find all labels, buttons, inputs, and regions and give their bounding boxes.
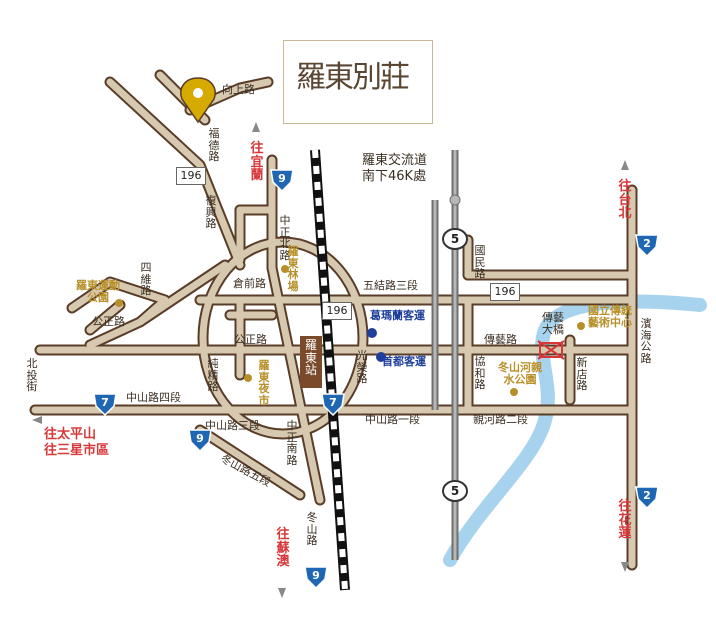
poi-forest: 羅東林場 — [287, 245, 299, 293]
railway — [310, 149, 350, 591]
freeway-5-label: 5 — [450, 232, 460, 246]
route-7-label: 7 — [101, 396, 109, 409]
road-label-gongzheng-diag: 公正路 — [92, 315, 125, 328]
route-7-label: 7 — [329, 396, 337, 409]
route-9-label: 9 — [278, 172, 286, 185]
route-2-shield-north: 2 — [634, 233, 660, 257]
poi-kamalan-bus-dot — [367, 328, 377, 338]
direction-hualien: 往花蓮 — [618, 499, 632, 542]
road-label-qinhe: 親河路二段 — [473, 413, 528, 426]
poi-sports-park: 羅東運動公園 — [76, 279, 120, 304]
freeway-5-marker-north: 5 — [442, 228, 468, 250]
route-2-label: 2 — [643, 237, 651, 250]
poi-night-market: 羅東夜市 — [258, 359, 270, 407]
road-label-siwei: 四維路 — [140, 261, 152, 298]
poi-sports-park-dot — [115, 299, 123, 307]
map-title: 羅東別莊 — [296, 60, 410, 95]
route-2-shield-south: 2 — [634, 485, 660, 509]
road-label-guangrong: 光榮路 — [356, 349, 368, 386]
road-label-dongshan: 冬山路 — [306, 511, 318, 548]
road-label-chuanyi: 傳藝路 — [484, 333, 517, 346]
bridge-marker — [537, 340, 565, 360]
poi-dongshanhe-park-dot — [510, 388, 518, 396]
direction-sanxing: 往三星市區 — [44, 443, 110, 458]
road-label-fude: 福德路 — [208, 127, 220, 164]
road-label-guomin: 國民路 — [474, 244, 486, 281]
road-label-xindian: 新店路 — [576, 356, 588, 393]
route-196-box-west: 196 — [176, 167, 206, 185]
direction-arrows — [32, 122, 629, 598]
route-9-shield-north: 9 — [269, 168, 295, 192]
road-label-zhongshan4: 中山路四段 — [126, 391, 181, 404]
road-label-beitou: 北投街 — [26, 357, 38, 394]
luodong-station: 羅東站 — [300, 336, 322, 388]
direction-taipingshan: 往太平山 — [44, 427, 97, 442]
direction-yilan: 往宜蘭 — [250, 141, 264, 184]
freeway-5-label: 5 — [450, 484, 460, 498]
road-label-zhongzheng-s: 中正南路 — [286, 419, 298, 467]
location-pin-icon — [180, 77, 216, 124]
poi-dongshanhe-park: 冬山河親水公園 — [498, 361, 542, 386]
poi-night-market-dot — [244, 374, 252, 382]
poi-kamalan-bus: 葛瑪蘭客運 — [370, 309, 425, 322]
poi-forest-dot — [281, 265, 289, 273]
road-label-zhongshan1: 中山路一段 — [365, 413, 420, 426]
poi-arts-center-dot — [577, 322, 585, 330]
route-7-shield-center: 7 — [320, 392, 346, 416]
road-label-xiangshang: 向上路 — [222, 83, 255, 96]
route-9-shield-west: 9 — [187, 428, 213, 452]
poi-arts-center: 國立傳統藝術中心 — [588, 304, 632, 329]
route-196-box-center: 196 — [322, 302, 352, 320]
road-label-zhongzheng-n: 中正北路 — [279, 214, 291, 262]
freeway-5-marker-south: 5 — [442, 480, 468, 502]
direction-taipei: 往台北 — [618, 179, 632, 222]
route-9-label: 9 — [196, 432, 204, 445]
poi-bridge: 傳藝大橋 — [542, 311, 564, 336]
road-label-wujie: 五結路三段 — [363, 279, 418, 292]
road-label-binhai: 濱海公路 — [640, 317, 652, 365]
route-9-label: 9 — [312, 569, 320, 582]
route-196-box-east: 196 — [490, 283, 520, 301]
poi-capital-bus-dot — [376, 352, 386, 362]
road-label-cangqian: 倉前路 — [233, 277, 266, 290]
interchange-location: 南下46K處 — [362, 169, 427, 184]
route-2-label: 2 — [643, 489, 651, 502]
road-label-xiehe: 協和路 — [474, 355, 486, 392]
route-7-shield-west: 7 — [92, 392, 118, 416]
title-panel — [283, 40, 433, 124]
road-label-zhongshan3: 中山路三段 — [205, 419, 260, 432]
road-label-chunjing: 純精路 — [207, 357, 219, 394]
road-label-gongzheng: 公正路 — [234, 333, 267, 346]
direction-suao: 往蘇澳 — [276, 527, 290, 570]
route-9-shield-south: 9 — [303, 565, 329, 589]
poi-capital-bus: 首都客運 — [382, 355, 426, 368]
road-label-fuxing: 復興路 — [205, 194, 217, 231]
interchange-name: 羅東交流道 — [362, 153, 428, 168]
